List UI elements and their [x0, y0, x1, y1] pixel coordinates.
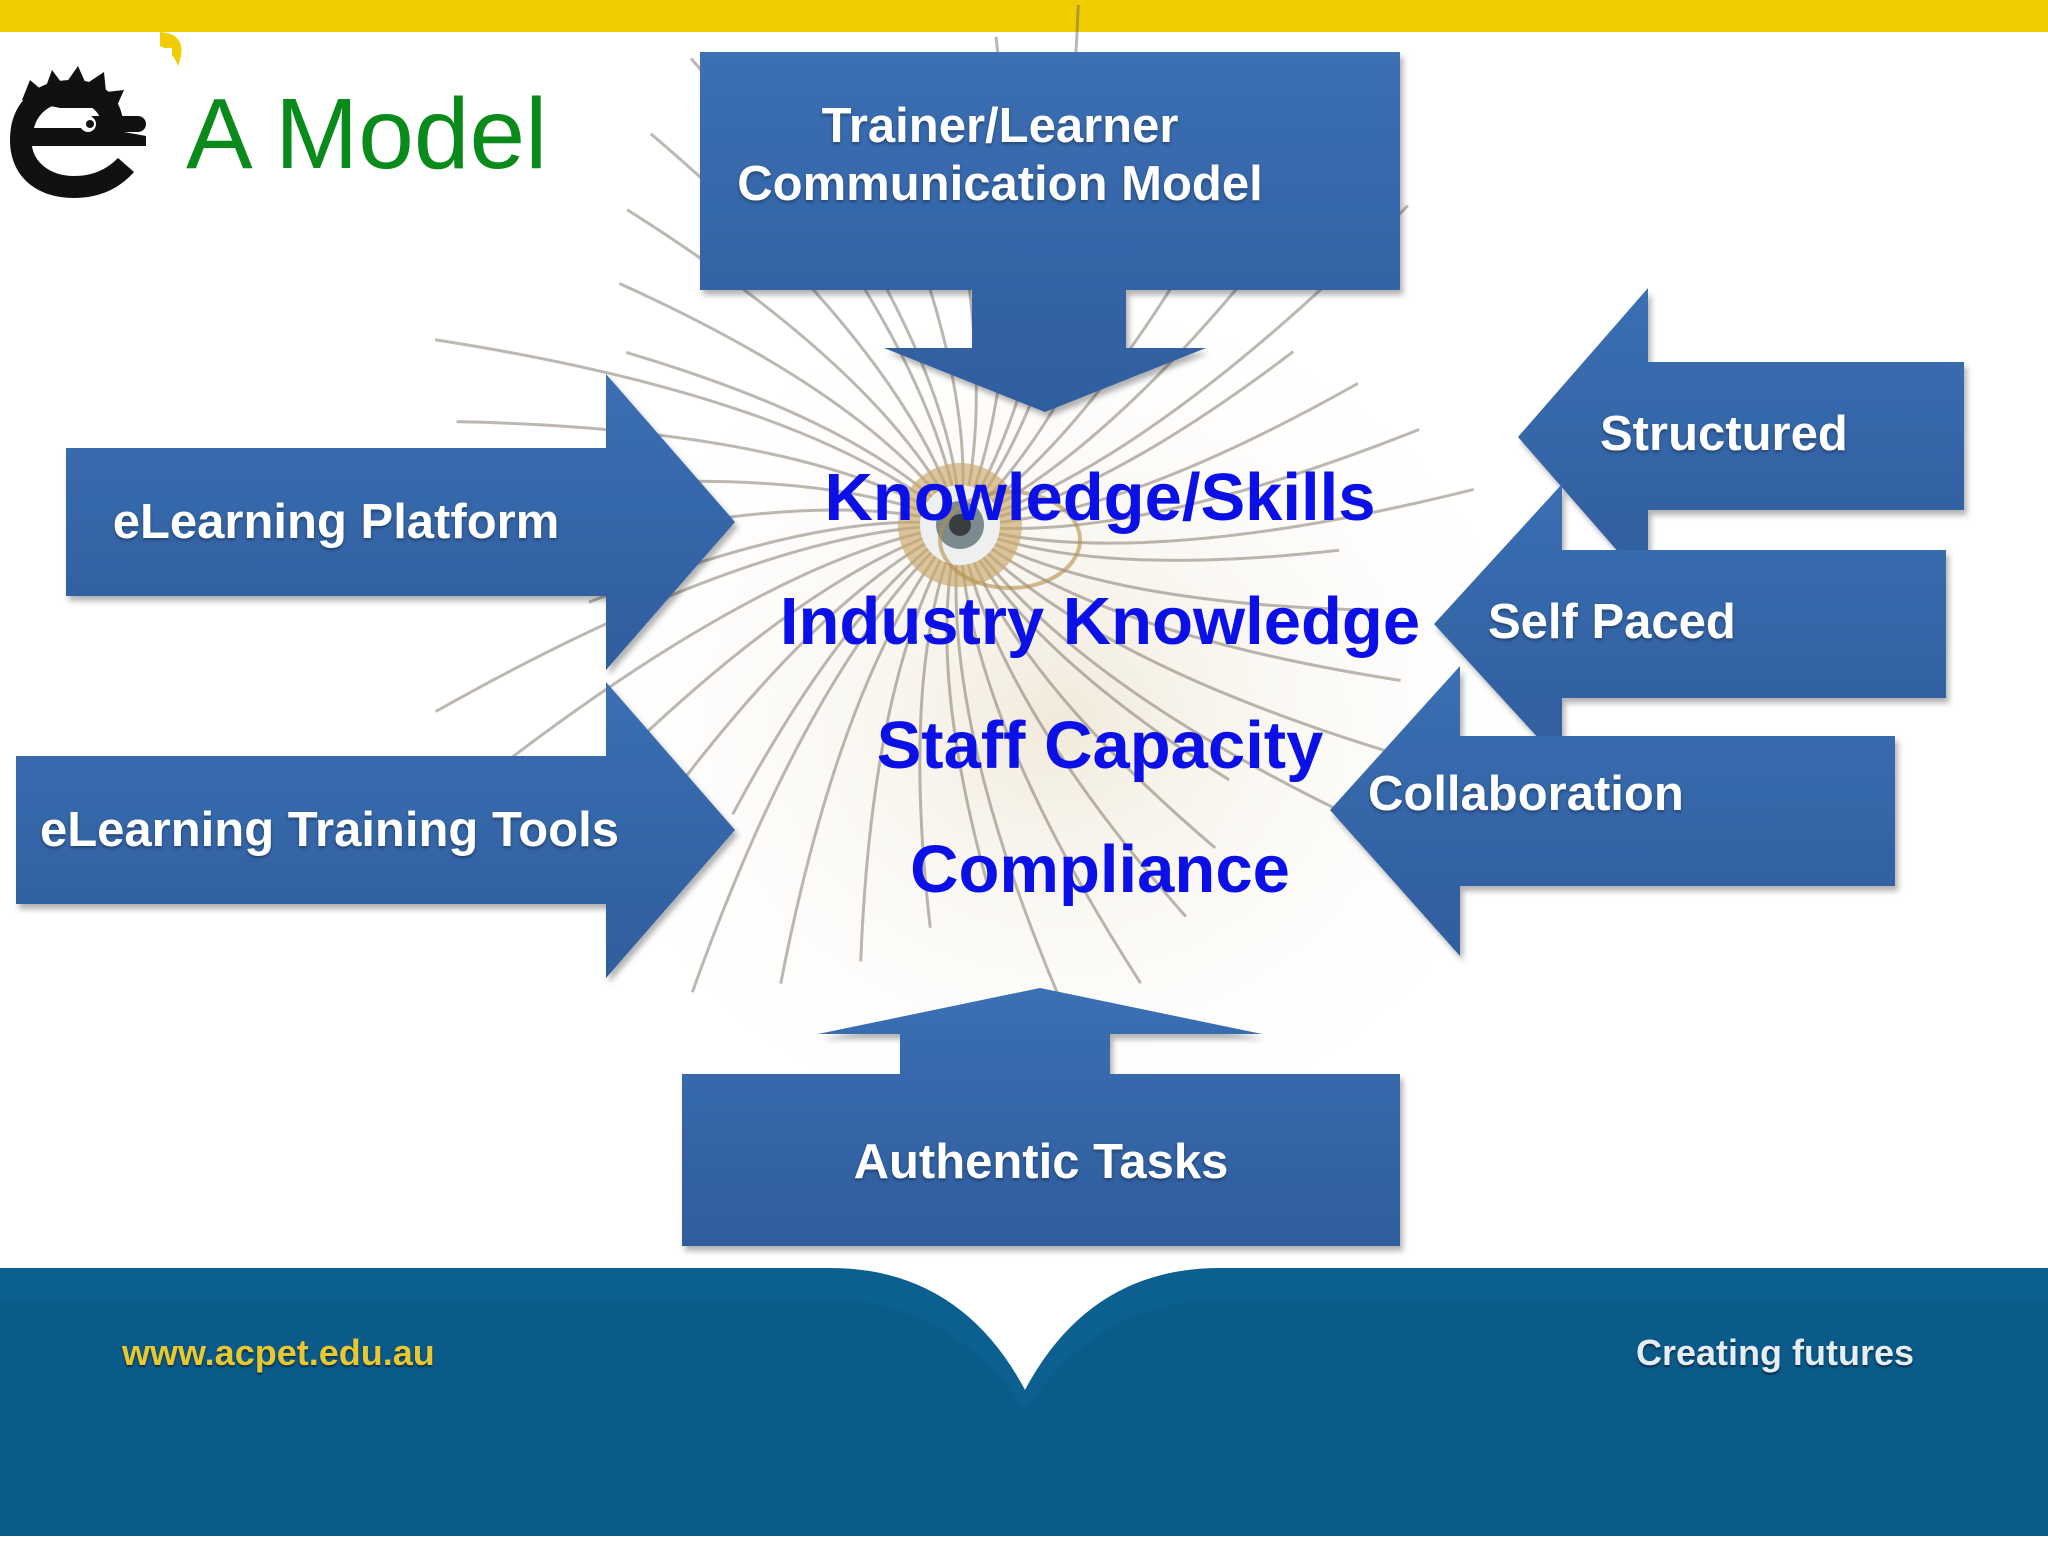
label-collaboration: Collaboration [1368, 767, 1684, 821]
hedgehog-e-logo [0, 48, 172, 220]
outcome-staff-capacity: Staff Capacity [876, 708, 1324, 783]
outcome-compliance: Compliance [910, 832, 1290, 907]
arrow-left-bottom [16, 682, 735, 978]
footer-url[interactable]: www.acpet.edu.au [122, 1332, 435, 1373]
top-band [0, 0, 2048, 32]
label-elearning-training-tools: eLearning Training Tools [40, 803, 619, 857]
arrow-top [700, 52, 1400, 412]
label-elearning-platform: eLearning Platform [112, 495, 560, 549]
outcome-industry-knowledge: Industry Knowledge [779, 584, 1421, 659]
footer-band [0, 1268, 2048, 1536]
outcome-knowledge-skills: Knowledge/Skills [824, 460, 1376, 535]
arrow-bottom [682, 988, 1400, 1246]
footer-tagline: Creating futures [1636, 1332, 1915, 1373]
label-authentic-tasks: Authentic Tasks [853, 1135, 1229, 1189]
arrow-right-bottom [1330, 666, 1895, 956]
arrow-right-top [1518, 288, 1964, 586]
arrow-left-top [66, 374, 735, 670]
label-trainer-learner-model: Trainer/Learner Communication Model [737, 99, 1263, 211]
label-self-paced: Self Paced [1488, 595, 1736, 649]
arrow-right-middle [1434, 484, 1946, 764]
slide-title: A Model [186, 78, 548, 190]
label-structured: Structured [1600, 407, 1848, 461]
